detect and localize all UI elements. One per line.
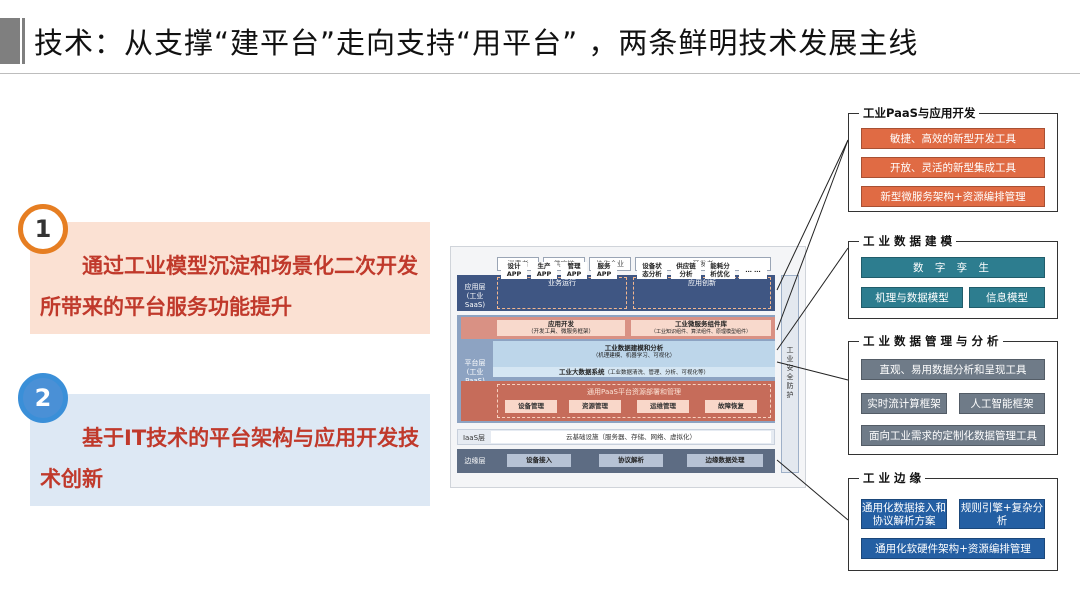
- resource-ops-mgmt: 运维管理: [637, 400, 689, 413]
- saas-group2-frame: [633, 277, 771, 309]
- tag-developer: 开发者: [635, 257, 771, 271]
- connector-line-analysis: [776, 361, 849, 381]
- item-information-model: 信息模型: [969, 287, 1045, 308]
- paas-app-dev-title: 应用开发: [548, 320, 574, 328]
- saas-app-device-status: 设备状 态分析: [637, 262, 667, 279]
- saas-label: 应用层 (工业SaaS): [464, 283, 486, 309]
- saas-group2-label: 应用创新: [688, 279, 716, 287]
- point-1-text: 通过工业模型沉淀和场景化二次开发所带来的平台服务功能提升: [40, 254, 418, 319]
- item-open-integration-tools: 开放、灵活的新型集成工具: [861, 157, 1045, 178]
- item-stream-computing: 实时流计算框架: [861, 393, 947, 414]
- architecture-diagram: 消费者 供应链 协作企业 开发者 应用层 (工业SaaS) 业务运行 应用创新 …: [450, 246, 806, 488]
- saas-app-service: 服务 APP: [591, 262, 617, 279]
- item-rule-engine: 规则引擎+复杂分析: [959, 499, 1045, 529]
- title-accent-block: [0, 18, 20, 64]
- panel-industrial-edge: 工 业 边 缘 通用化数据接入和协议解析方案 规则引擎+复杂分析 通用化软硬件架…: [848, 470, 1058, 571]
- paas-bigdata-title: 工业大数据系统: [558, 368, 605, 376]
- paas-resource-label: 通用PaaS平台资源部署和管理: [587, 388, 681, 396]
- item-ai-framework: 人工智能框架: [959, 393, 1045, 414]
- paas-modeling-title: 工业数据建模和分析: [604, 344, 664, 352]
- edge-protocol-parse: 协议解析: [599, 454, 663, 467]
- item-microservice-arch: 新型微服务架构+资源编排管理: [861, 186, 1045, 207]
- paas-micro-lib-sub: （工业知识组件、算法组件、原理模型组件）: [650, 329, 751, 335]
- paas-bigdata-sub: （工业数据清洗、管理、分析、可视化等）: [604, 370, 709, 376]
- saas-app-management: 管理 APP: [561, 262, 587, 279]
- panel-industrial-edge-title: 工 业 边 缘: [859, 470, 926, 486]
- panel-paas-appdev-title: 工业PaaS与应用开发: [859, 105, 980, 121]
- saas-group1-label: 业务运行: [548, 279, 576, 287]
- point-2-number-badge: 2: [18, 373, 68, 423]
- connector-line-paas: [776, 139, 849, 291]
- title-bar: 技术：从支撑“建平台”走向支持“用平台” ，两条鲜明技术发展主线: [0, 0, 1080, 74]
- edge-label: 边缘层: [464, 457, 486, 465]
- paas-micro-lib-title: 工业微服务组件库: [675, 320, 727, 328]
- edge-data-processing: 边缘数据处理: [687, 454, 763, 467]
- page-title: 技术：从支撑“建平台”走向支持“用平台” ，两条鲜明技术发展主线: [34, 26, 919, 60]
- item-agile-dev-tools: 敏捷、高效的新型开发工具: [861, 128, 1045, 149]
- resource-resource-mgmt: 资源管理: [569, 400, 621, 413]
- paas-modeling-sub: （机理建模、机器学习、可视化）: [592, 353, 676, 359]
- point-2-text: 基于IT技术的平台架构与应用开发技术创新: [40, 426, 420, 491]
- item-digital-twin: 数 字 孪 生: [861, 257, 1045, 278]
- panel-data-modeling: 工 业 数 据 建 模 数 字 孪 生 机理与数据模型 信息模型: [848, 233, 1058, 319]
- resource-fault-recovery: 故障恢复: [705, 400, 757, 413]
- item-mechanism-data-model: 机理与数据模型: [861, 287, 963, 308]
- item-data-access-protocol: 通用化数据接入和协议解析方案: [861, 499, 947, 529]
- point-1-number-badge: 1: [18, 204, 68, 254]
- saas-app-production: 生产 APP: [531, 262, 557, 279]
- saas-app-design: 设计 APP: [501, 262, 527, 279]
- title-accent-line: [22, 18, 25, 64]
- edge-device-access: 设备接入: [507, 454, 571, 467]
- item-general-arch: 通用化软硬件架构+资源编排管理: [861, 538, 1045, 559]
- paas-resource-frame: [497, 384, 771, 418]
- connector-line-modeling: [776, 247, 849, 351]
- panel-data-mgmt-analysis: 工 业 数 据 管 理 与 分 析 直观、易用数据分析和呈现工具 实时流计算框架…: [848, 333, 1058, 455]
- connector-line-paas-2: [776, 139, 849, 331]
- paas-micro-lib: 工业微服务组件库 （工业知识组件、算法组件、原理模型组件）: [631, 320, 771, 336]
- saas-app-energy: 能耗分 析优化: [705, 262, 735, 279]
- iaas-label: IaaS层: [462, 434, 486, 442]
- paas-app-dev: 应用开发 （开发工具、微服务框架）: [497, 320, 625, 336]
- paas-app-dev-sub: （开发工具、微服务框架）: [527, 329, 594, 335]
- point-2-box: 基于IT技术的平台架构与应用开发技术创新: [30, 394, 430, 506]
- panel-data-modeling-title: 工 业 数 据 建 模: [859, 233, 957, 249]
- item-data-analysis-tools: 直观、易用数据分析和呈现工具: [861, 359, 1045, 380]
- point-1-box: 通过工业模型沉淀和场景化二次开发所带来的平台服务功能提升: [30, 222, 430, 334]
- paas-bigdata: 工业大数据系统（工业数据清洗、管理、分析、可视化等）: [493, 367, 775, 377]
- saas-app-more: … …: [739, 262, 767, 279]
- panel-paas-appdev: 工业PaaS与应用开发 敏捷、高效的新型开发工具 开放、灵活的新型集成工具 新型…: [848, 105, 1058, 212]
- connector-line-edge: [776, 459, 849, 521]
- iaas-text: 云基础设施（服务器、存储、网络、虚拟化）: [491, 431, 771, 443]
- saas-app-supply-chain: 供应链 分析: [671, 262, 701, 279]
- panel-data-mgmt-analysis-title: 工 业 数 据 管 理 与 分 析: [859, 333, 1003, 349]
- saas-layer: [457, 275, 775, 311]
- item-custom-data-mgmt: 面向工业需求的定制化数据管理工具: [861, 425, 1045, 446]
- resource-device-mgmt: 设备管理: [505, 400, 557, 413]
